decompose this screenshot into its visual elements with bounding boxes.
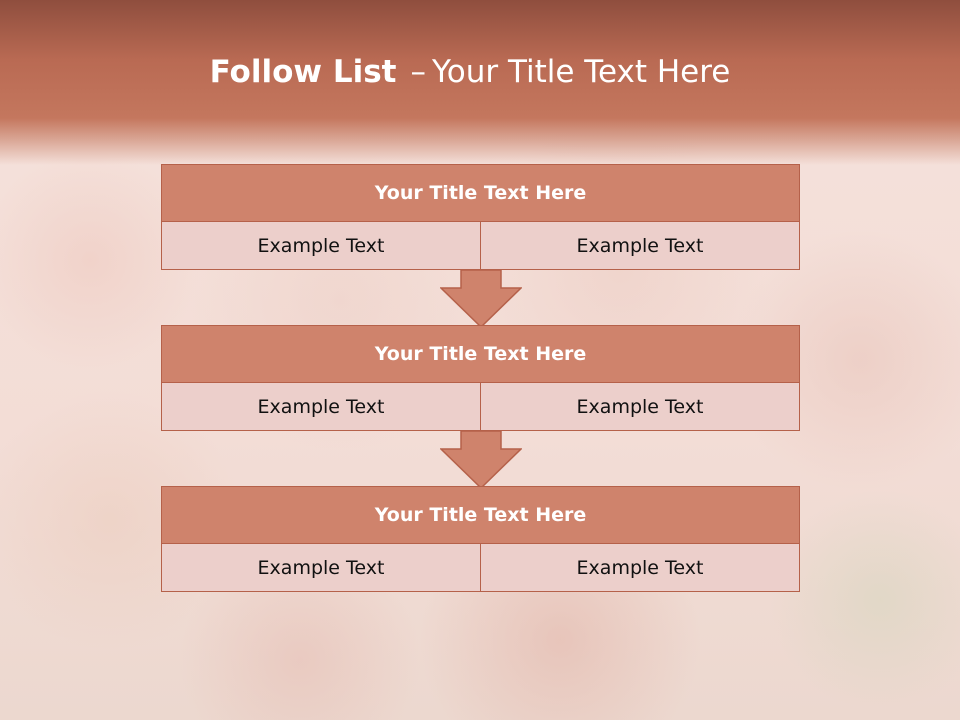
step-1-row: Example Text Example Text [162, 222, 799, 269]
down-arrow-icon [440, 431, 522, 489]
step-2-left-text: Example Text [257, 395, 385, 418]
step-box-2: Your Title Text Here Example Text Exampl… [161, 325, 800, 431]
step-2-row: Example Text Example Text [162, 383, 799, 430]
step-1-right-text: Example Text [480, 222, 799, 269]
title-bold: Follow List [209, 54, 397, 90]
step-3-row: Example Text Example Text [162, 544, 799, 591]
step-3-left-text: Example Text [257, 556, 385, 579]
title-rest: Your Title Text Here [431, 54, 731, 90]
step-3-right-text: Example Text [480, 544, 799, 591]
step-box-3: Your Title Text Here Example Text Exampl… [161, 486, 800, 592]
step-3-title: Your Title Text Here [162, 487, 799, 544]
step-2-title: Your Title Text Here [162, 326, 799, 383]
down-arrow-icon [440, 270, 522, 328]
step-1-left-text: Example Text [257, 234, 385, 257]
header-band [0, 0, 960, 165]
step-box-1: Your Title Text Here Example Text Exampl… [161, 164, 800, 270]
slide-title: Follow List–Your Title Text Here [0, 54, 940, 90]
step-1-title: Your Title Text Here [162, 165, 799, 222]
step-2-right-text: Example Text [480, 383, 799, 430]
title-dash: – [410, 54, 426, 90]
